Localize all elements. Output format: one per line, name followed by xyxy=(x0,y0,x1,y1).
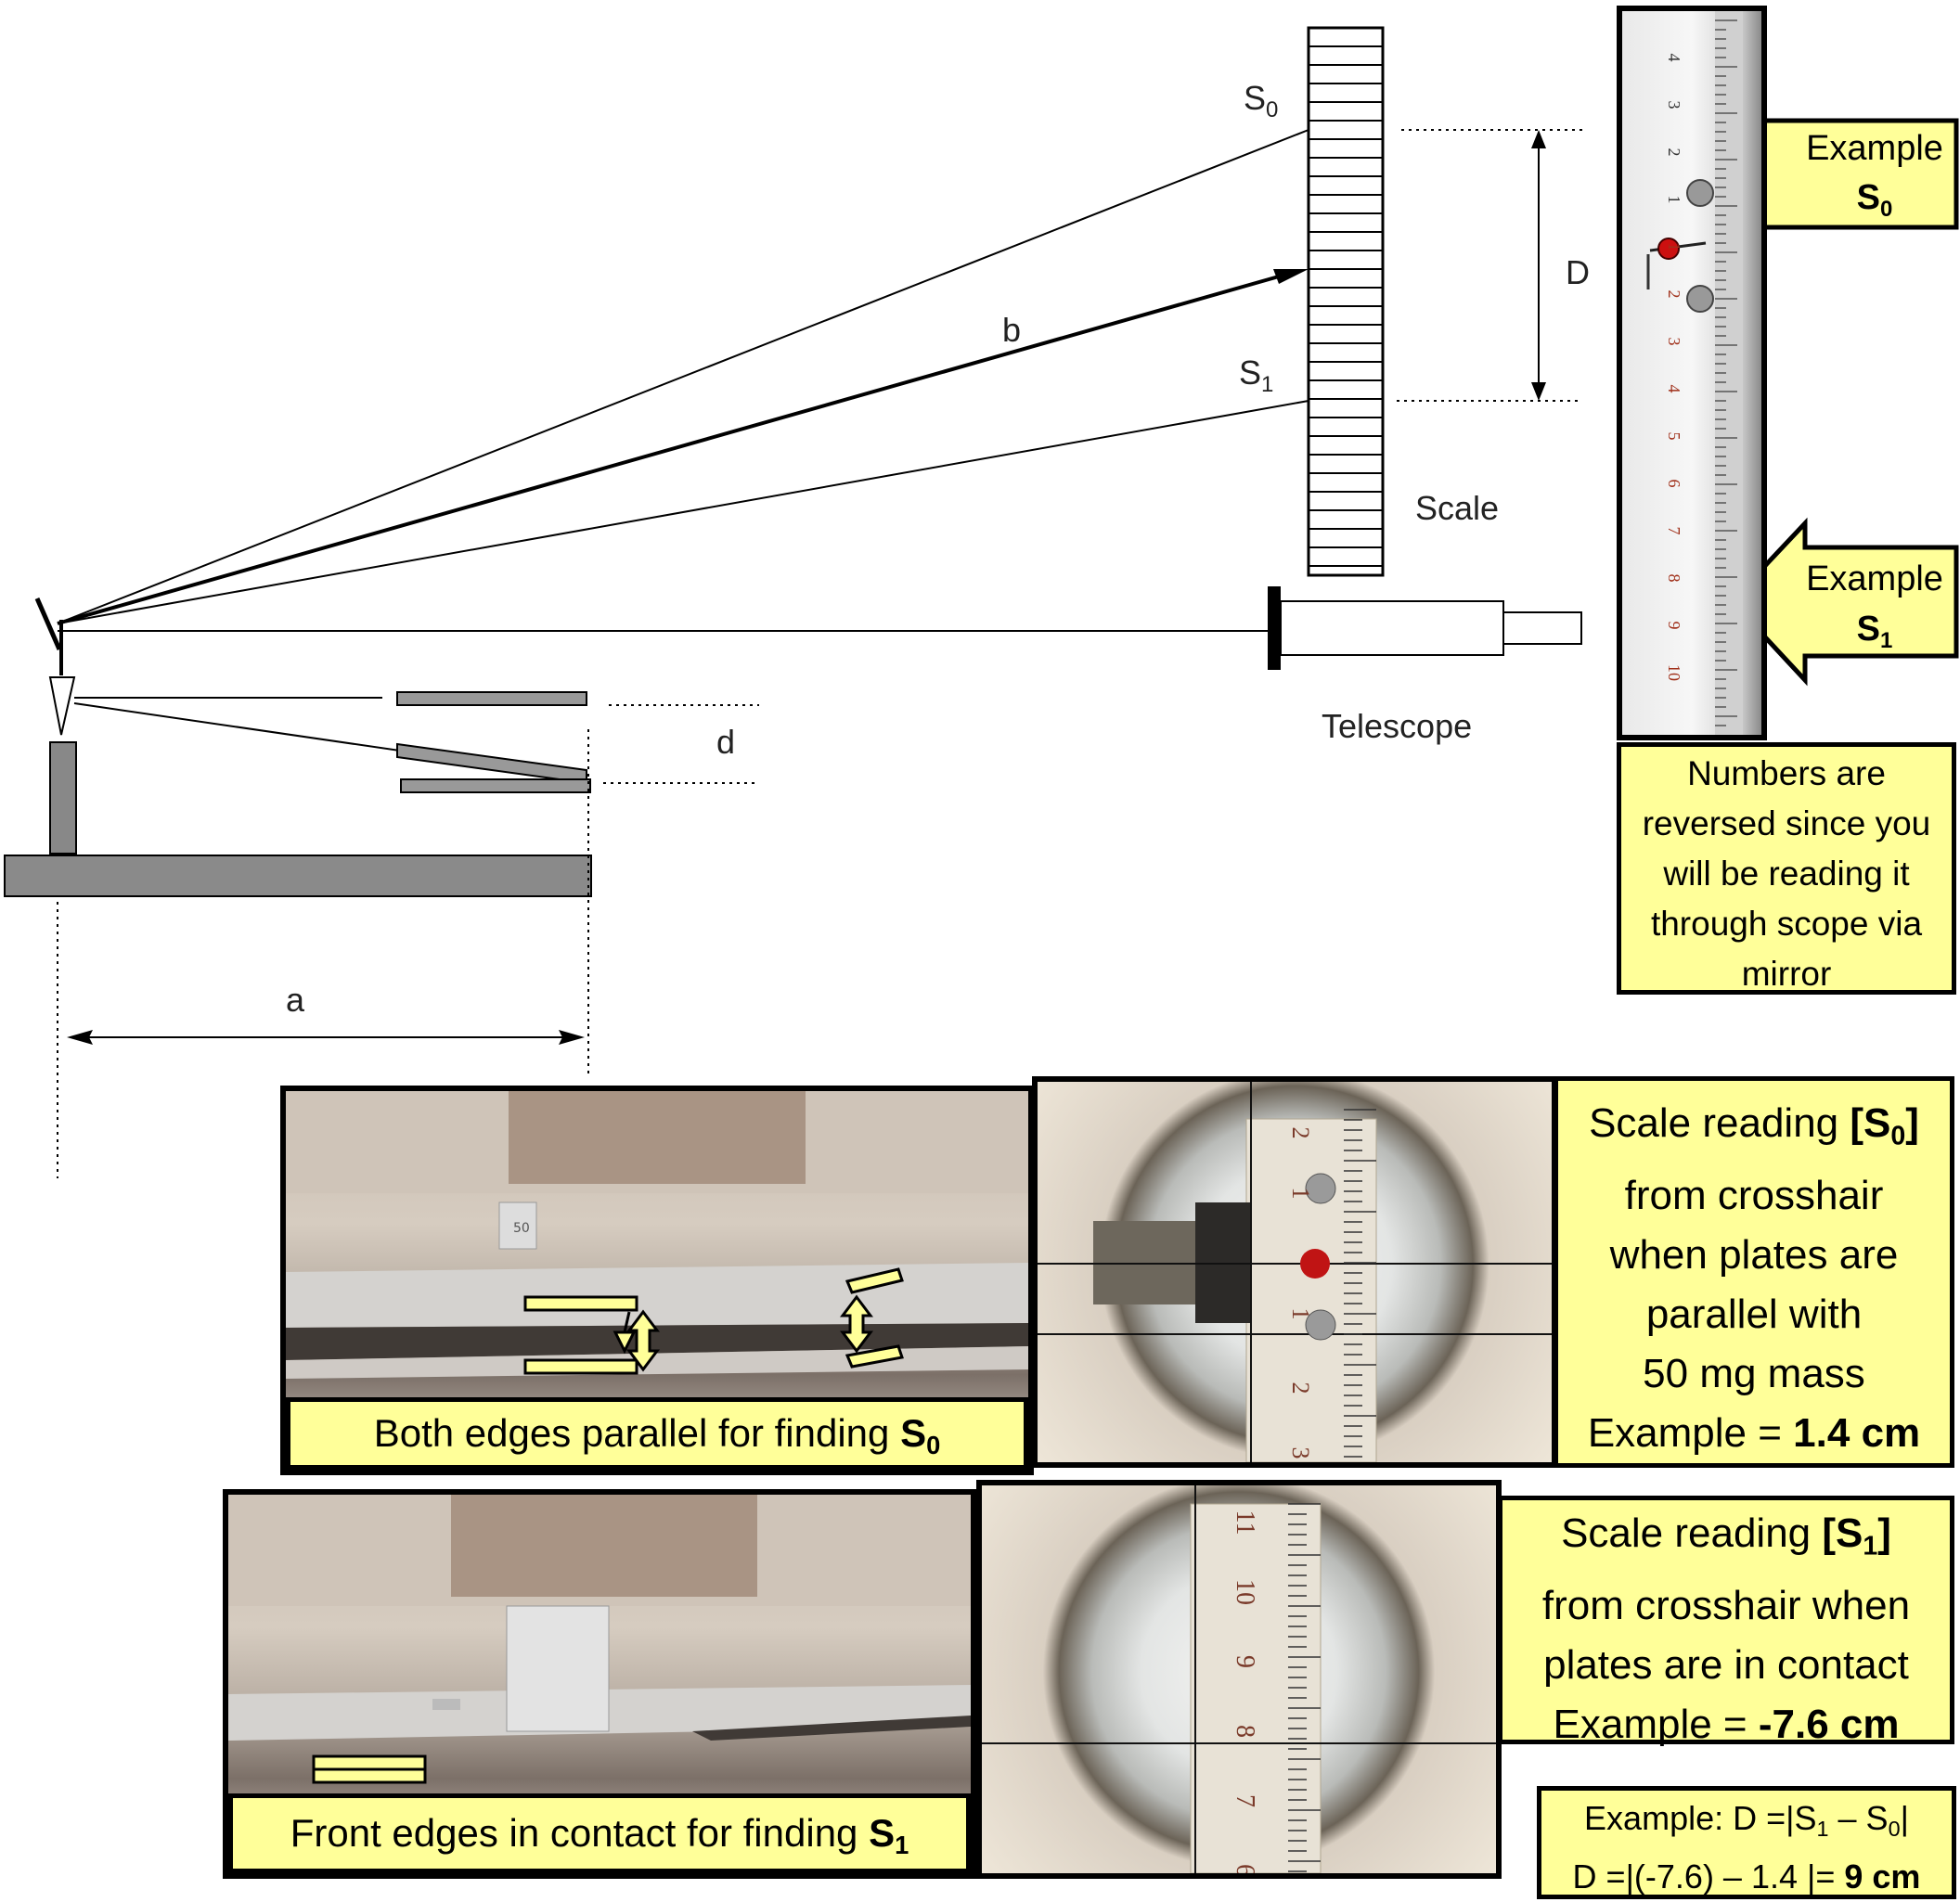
scope-view-s1-graphic: 11 10 9 8 7 6 xyxy=(982,1485,1496,1873)
svg-text:Example: Example xyxy=(1806,129,1943,168)
mass-label: 50 xyxy=(513,1221,530,1236)
d-dimension-lines xyxy=(603,704,759,784)
scope-view-s0-graphic: 2 1 1 2 3 xyxy=(1038,1082,1552,1462)
svg-text:S0: S0 xyxy=(1857,178,1893,222)
scope-number: 8 xyxy=(1231,1725,1259,1738)
ruler-photo: 4 3 2 1 1 2 3 4 5 6 7 8 9 10 xyxy=(1617,6,1767,740)
plates-parallel-graphic: 50 xyxy=(286,1091,1028,1379)
parallel-caption: Both edges parallel for finding S0 xyxy=(286,1397,1028,1470)
a-dimension xyxy=(57,729,589,1178)
plates-contact-photo: Front edges in contact for finding S1 xyxy=(223,1489,976,1879)
ruler-number: 4 xyxy=(1665,385,1683,393)
ruler-number: 2 xyxy=(1665,290,1683,299)
ruler-number: 1 xyxy=(1665,196,1683,204)
screw-icon xyxy=(1686,285,1714,313)
screw-icon xyxy=(1305,1173,1336,1204)
label-b: b xyxy=(1002,311,1021,349)
light-rays xyxy=(57,129,1309,632)
scope-number: 2 xyxy=(1287,1127,1314,1139)
scope-number: 1 xyxy=(1287,1188,1314,1200)
reversed-note-text: Numbers are reversed since you will be r… xyxy=(1642,754,1931,993)
label-s1: S1 xyxy=(1239,353,1273,397)
scope-number: 7 xyxy=(1231,1794,1259,1807)
svg-text:S1: S1 xyxy=(1857,610,1893,653)
crosshair-dot-icon xyxy=(1657,238,1680,260)
ruler-number: 1 xyxy=(1665,243,1683,251)
plates-contact-graphic xyxy=(228,1495,971,1784)
contact-caption: Front edges in contact for finding S1 xyxy=(228,1793,971,1873)
label-s0: S0 xyxy=(1244,79,1278,122)
mirror xyxy=(34,598,76,736)
ruler-number: 5 xyxy=(1665,432,1683,441)
scope-view-s1-photo: 11 10 9 8 7 6 xyxy=(976,1480,1502,1879)
capacitor-plates xyxy=(396,691,591,793)
support-post xyxy=(49,741,77,855)
scope-number: 9 xyxy=(1231,1655,1259,1668)
ruler-number: 10 xyxy=(1665,664,1683,681)
double-arrow-icon xyxy=(840,1294,873,1354)
label-telescope: Telescope xyxy=(1322,707,1472,745)
scope-number: 3 xyxy=(1287,1447,1314,1459)
ruler-number: 2 xyxy=(1665,148,1683,157)
ruler-number: 8 xyxy=(1665,574,1683,583)
scope-number: 2 xyxy=(1287,1382,1314,1394)
plates-parallel-photo: 50 Both edges parallel for finding S0 xyxy=(280,1086,1034,1475)
ruler-number: 7 xyxy=(1665,527,1683,535)
base-plate xyxy=(4,855,592,897)
ruler-number: 4 xyxy=(1665,54,1683,62)
scope-number: 1 xyxy=(1287,1308,1314,1320)
scope-view-s0-photo: 2 1 1 2 3 xyxy=(1032,1076,1557,1468)
formula-box: Example: D =|S1 – S0| D =|(-7.6) – 1.4 |… xyxy=(1537,1786,1956,1899)
ruler-number: 6 xyxy=(1665,480,1683,488)
scope-number: 6 xyxy=(1231,1864,1259,1873)
label-d: d xyxy=(716,723,735,761)
label-D: D xyxy=(1566,253,1590,291)
label-scale: Scale xyxy=(1415,489,1499,527)
scale-bar xyxy=(1307,26,1385,577)
label-a: a xyxy=(286,981,305,1019)
reading-s0-box: Scale reading [S0] from crosshair when p… xyxy=(1554,1076,1954,1468)
reading-s1-box: Scale reading [S1] from crosshair when p… xyxy=(1498,1496,1954,1747)
ruler-number: 3 xyxy=(1665,338,1683,346)
double-arrow-icon xyxy=(626,1309,660,1372)
svg-text:Example: Example xyxy=(1806,559,1943,598)
ruler-number: 9 xyxy=(1665,622,1683,630)
ruler-number: 3 xyxy=(1665,101,1683,109)
screw-icon xyxy=(1305,1309,1336,1341)
telescope xyxy=(1268,586,1582,670)
screw-icon xyxy=(1686,179,1714,207)
scope-number: 10 xyxy=(1231,1579,1259,1605)
ray-b-arrowhead xyxy=(1273,269,1309,284)
d-dimension-upper xyxy=(1397,129,1587,402)
example-s1-arrow: Example S1 xyxy=(1728,517,1959,687)
scope-number: 11 xyxy=(1231,1510,1259,1536)
ruler-graphic: 4 3 2 1 1 2 3 4 5 6 7 8 9 10 xyxy=(1646,11,1743,735)
reversed-note-box: Numbers are reversed since you will be r… xyxy=(1617,742,1956,995)
